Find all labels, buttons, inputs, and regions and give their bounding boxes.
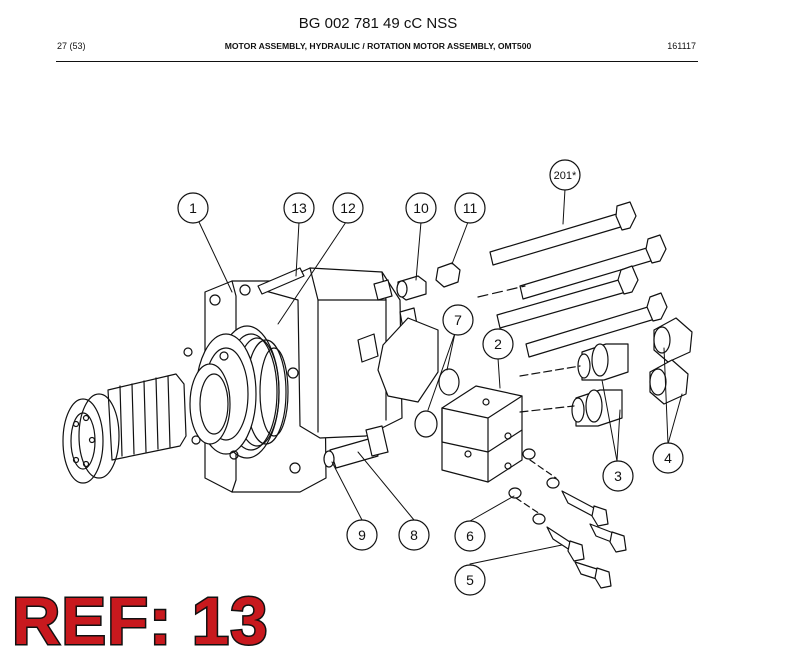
fittings-3-4	[519, 317, 693, 427]
o-ring	[438, 368, 460, 396]
revision-date: 161117	[667, 41, 696, 51]
callout-label: 6	[466, 528, 474, 544]
callout-label: 201*	[554, 170, 577, 182]
manifold-block	[441, 385, 523, 483]
callout-2: 2	[482, 328, 514, 360]
section-title: MOTOR ASSEMBLY, HYDRAULIC / ROTATION MOT…	[224, 41, 532, 51]
callout-label: 9	[358, 527, 366, 543]
callout-label: 12	[340, 200, 356, 216]
callout-4: 4	[652, 442, 684, 474]
ref-label: REF: 13	[10, 584, 269, 659]
callout-8: 8	[398, 519, 430, 551]
callout-11: 11	[454, 192, 486, 224]
callout-label: 4	[664, 450, 672, 466]
callout-5: 5	[454, 564, 486, 596]
fitting-10-11	[396, 262, 461, 301]
callout-3: 3	[602, 460, 634, 492]
callout-label: 10	[413, 200, 429, 216]
header-divider	[56, 61, 698, 62]
callout-201: 201*	[549, 159, 581, 191]
callout-label: 2	[494, 336, 502, 352]
callout-label: 3	[614, 468, 622, 484]
document-title: BG 002 781 49 cC NSS	[298, 15, 458, 32]
callout-bubbles: 1 13 12 10 11 201* 7 2 3 4 9 8 6 5	[177, 159, 684, 596]
callout-9: 9	[346, 519, 378, 551]
callout-13: 13	[283, 192, 315, 224]
callout-10: 10	[405, 192, 437, 224]
motor-body	[62, 267, 439, 493]
callout-label: 1	[189, 200, 197, 216]
leader-lines	[198, 188, 683, 565]
callout-12: 12	[332, 192, 364, 224]
o-ring	[414, 410, 438, 438]
tie-bolt-group	[477, 201, 668, 358]
callout-label: 11	[463, 200, 478, 216]
washers-and-bolts	[508, 448, 627, 589]
callout-label: 8	[410, 527, 418, 543]
callout-7: 7	[442, 304, 474, 336]
ref-stamp: REF: 13	[10, 584, 269, 659]
callout-label: 13	[291, 200, 307, 216]
callout-6: 6	[454, 520, 486, 552]
page-number: 27 (53)	[57, 41, 86, 51]
callout-label: 5	[466, 572, 474, 588]
callout-label: 7	[454, 312, 462, 328]
callout-1: 1	[177, 192, 209, 224]
